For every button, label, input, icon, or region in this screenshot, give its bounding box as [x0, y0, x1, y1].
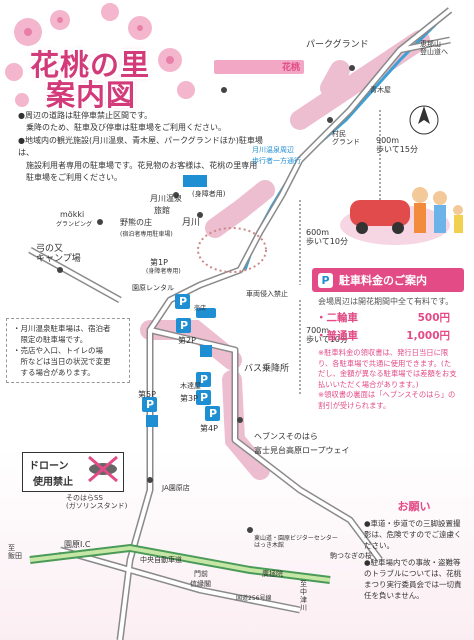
notes-block: ●周辺の道路は駐停車禁止区間です。 乗降のため、駐車及び停車は駐車場をご利用くだ…	[18, 110, 268, 184]
place-label-vehicle-no-entry: 車両侵入禁止	[246, 290, 288, 298]
place-label-tsukikawa-onsen-nearby: 月川温泉周辺	[252, 146, 294, 154]
header-banner: 花桃	[214, 60, 304, 74]
svg-text:P: P	[200, 373, 208, 386]
place-label-park-grand: パークグランド	[306, 40, 369, 50]
parking-fee-sub: 会場周辺は開花期間中全て有料です。	[318, 297, 454, 306]
place-label-aokiya: 青木屋	[370, 86, 391, 94]
drone-line1: ドローン	[29, 461, 69, 472]
parking-note-line: する場合があります。	[13, 368, 95, 377]
parking-note-line: ・売店や入口、トイレの場	[13, 346, 103, 355]
place-label-p1: 第1P	[150, 258, 168, 267]
note-line: 駐車場をご利用ください。	[18, 173, 122, 183]
place-label-d900: 900m 歩いて15分	[376, 136, 418, 155]
fee-price: 1,000円	[406, 330, 450, 342]
parking-fee-panel: P 駐車料金のご案内 会場周辺は開花期間中全て有料です。 ・二輪車 500円 ・…	[312, 268, 464, 418]
place-label-ja: JA園原店	[162, 484, 190, 492]
place-label-d600: 600m 歩いて10分	[306, 228, 348, 247]
place-label-shop: 売店	[194, 305, 207, 312]
place-label-p3: 第3P	[180, 394, 198, 403]
place-label-heavens: ヘブンスそのはら	[254, 432, 318, 441]
parking-fee-header: P 駐車料金のご案内	[312, 268, 464, 292]
note-line: 施設利用者専用の駐車場です。花見物のお客様は、花桃の里専用	[18, 160, 258, 170]
place-label-sonohara-ic: 園原I.C	[64, 540, 91, 549]
place-label-chuo-highway: 中央自動車道	[140, 556, 182, 564]
place-label-kouten: 廣拯院	[262, 570, 283, 578]
note-line: ●地域内の観光施設(月川温泉、青木屋、パークグランドほか)駐車場は、	[18, 135, 263, 158]
place-label-komatsunagi: 駒つなぎの桜	[330, 552, 372, 560]
place-label-rental: 園原レンタル	[132, 284, 174, 292]
place-label-road-kokudo: 国道256号線	[236, 595, 272, 602]
svg-text:P: P	[179, 295, 187, 308]
walking-loop	[197, 227, 267, 273]
place-label-nohara-no-sato: 野熊の庄	[120, 218, 152, 227]
place-label-lodging-only: (宿泊者専用駐車場)	[120, 231, 173, 238]
note-line: ●周辺の道路は駐停車禁止区間です。	[18, 111, 153, 120]
place-label-p4: 第4P	[200, 424, 218, 433]
drone-line2: 使用禁止	[33, 477, 73, 488]
parking-note-line: 限定の駐車場です。	[13, 335, 88, 344]
place-label-walk-route: 歩行者一方通行	[252, 157, 301, 165]
place-label-bus-stop: バス乗降所	[244, 364, 290, 374]
distance-brackets	[299, 110, 381, 395]
place-label-ss: そのはらSS (ガソリンスタンド)	[66, 494, 128, 511]
request-panel: お願い ●車道・歩道での三脚設置撮影は、危険ですのでご遠慮ください。 ●駐車場内…	[364, 498, 464, 628]
header-banner-label: 花桃	[281, 63, 300, 73]
svg-text:P: P	[200, 391, 208, 404]
place-label-kiyoshiya: 木達屋	[180, 382, 201, 390]
parking-fee-notes: ※駐車料金の領収書は、発行日当日に限り、各駐車場で共通に使用できます。(ただし、…	[318, 348, 457, 410]
map-title-line2: 案内図	[46, 78, 137, 112]
parking-fee-heading: 駐車料金のご案内	[339, 274, 427, 287]
place-label-village-grand: 村民 グランド	[332, 130, 360, 147]
place-label-sakaigawa: 至 中 津 川	[300, 580, 307, 613]
request-item: ●駐車場内での事故・盗難等のトラブルについては、花桃まつり実行委員会では一切責任…	[364, 558, 462, 600]
drone-prohibited-sign: ドローン 使用禁止	[22, 452, 124, 492]
parking-note-line: ・月川温泉駐車場は、宿泊者	[13, 324, 111, 333]
compass-icon	[409, 105, 439, 135]
place-label-monzen: 門前	[194, 570, 208, 578]
place-label-to-iida: 至 飯田	[8, 544, 22, 561]
place-label-tsukikawa-onsen: 月川温泉	[150, 194, 182, 203]
fee-label: ・二輪車	[316, 312, 358, 324]
place-label-d700: 700m 歩いて10分	[306, 326, 348, 345]
svg-text:P: P	[146, 398, 154, 411]
toilet-icons	[146, 175, 212, 427]
fee-price: 500円	[417, 312, 450, 324]
place-label-higashiyama-center: 東山道・園原ビジターセンター はっき木館	[254, 535, 338, 549]
parking-note-line: 所などは当日の状況で変更	[13, 357, 111, 366]
map-title-line1: 花桃の里	[30, 48, 151, 82]
parking-note-box: ・月川温泉駐車場は、宿泊者 限定の駐車場です。 ・売店や入口、トイレの場 所など…	[6, 318, 130, 383]
place-label-p2: 第2P	[178, 336, 196, 345]
drone-icon	[88, 455, 118, 483]
place-label-mokki: mökki	[60, 210, 85, 219]
place-label-p1-sub: (身障者専用)	[146, 268, 181, 275]
request-item: ●車道・歩道での三脚設置撮影は、危険ですのでご遠慮ください。	[364, 519, 462, 550]
place-label-yumi-no-mata: 弓の又 キャンプ場	[36, 244, 81, 265]
svg-text:P: P	[180, 319, 188, 332]
place-label-ryokan: 旅館	[154, 206, 170, 215]
parking-icons: P P P P P P	[142, 294, 220, 421]
fee-label: ・普通車	[316, 330, 358, 342]
place-label-ropeway: 富士見台高原ロープウェイ	[254, 446, 350, 455]
place-label-tsukikawa: 月川	[182, 218, 201, 228]
parking-icon: P	[318, 272, 333, 288]
svg-text:P: P	[209, 407, 217, 420]
family-car-illustration	[340, 187, 463, 245]
fee-row-car: ・普通車 1,000円	[312, 325, 464, 343]
note-line: 乗降のため、駐車及び停車は駐車場をご利用ください。	[18, 123, 226, 133]
place-label-toilet-wheelchair: (身障者用)	[192, 190, 226, 198]
fee-row-bike: ・二輪車 500円	[312, 307, 464, 325]
place-label-ebisu: 恵那山 登山道へ	[420, 40, 448, 57]
place-label-glamping: グランピング	[56, 221, 93, 228]
place-label-shinenkaku: 信縁閣	[190, 580, 211, 588]
place-label-p5: 第5P	[138, 390, 156, 399]
request-heading: お願い	[397, 500, 431, 513]
